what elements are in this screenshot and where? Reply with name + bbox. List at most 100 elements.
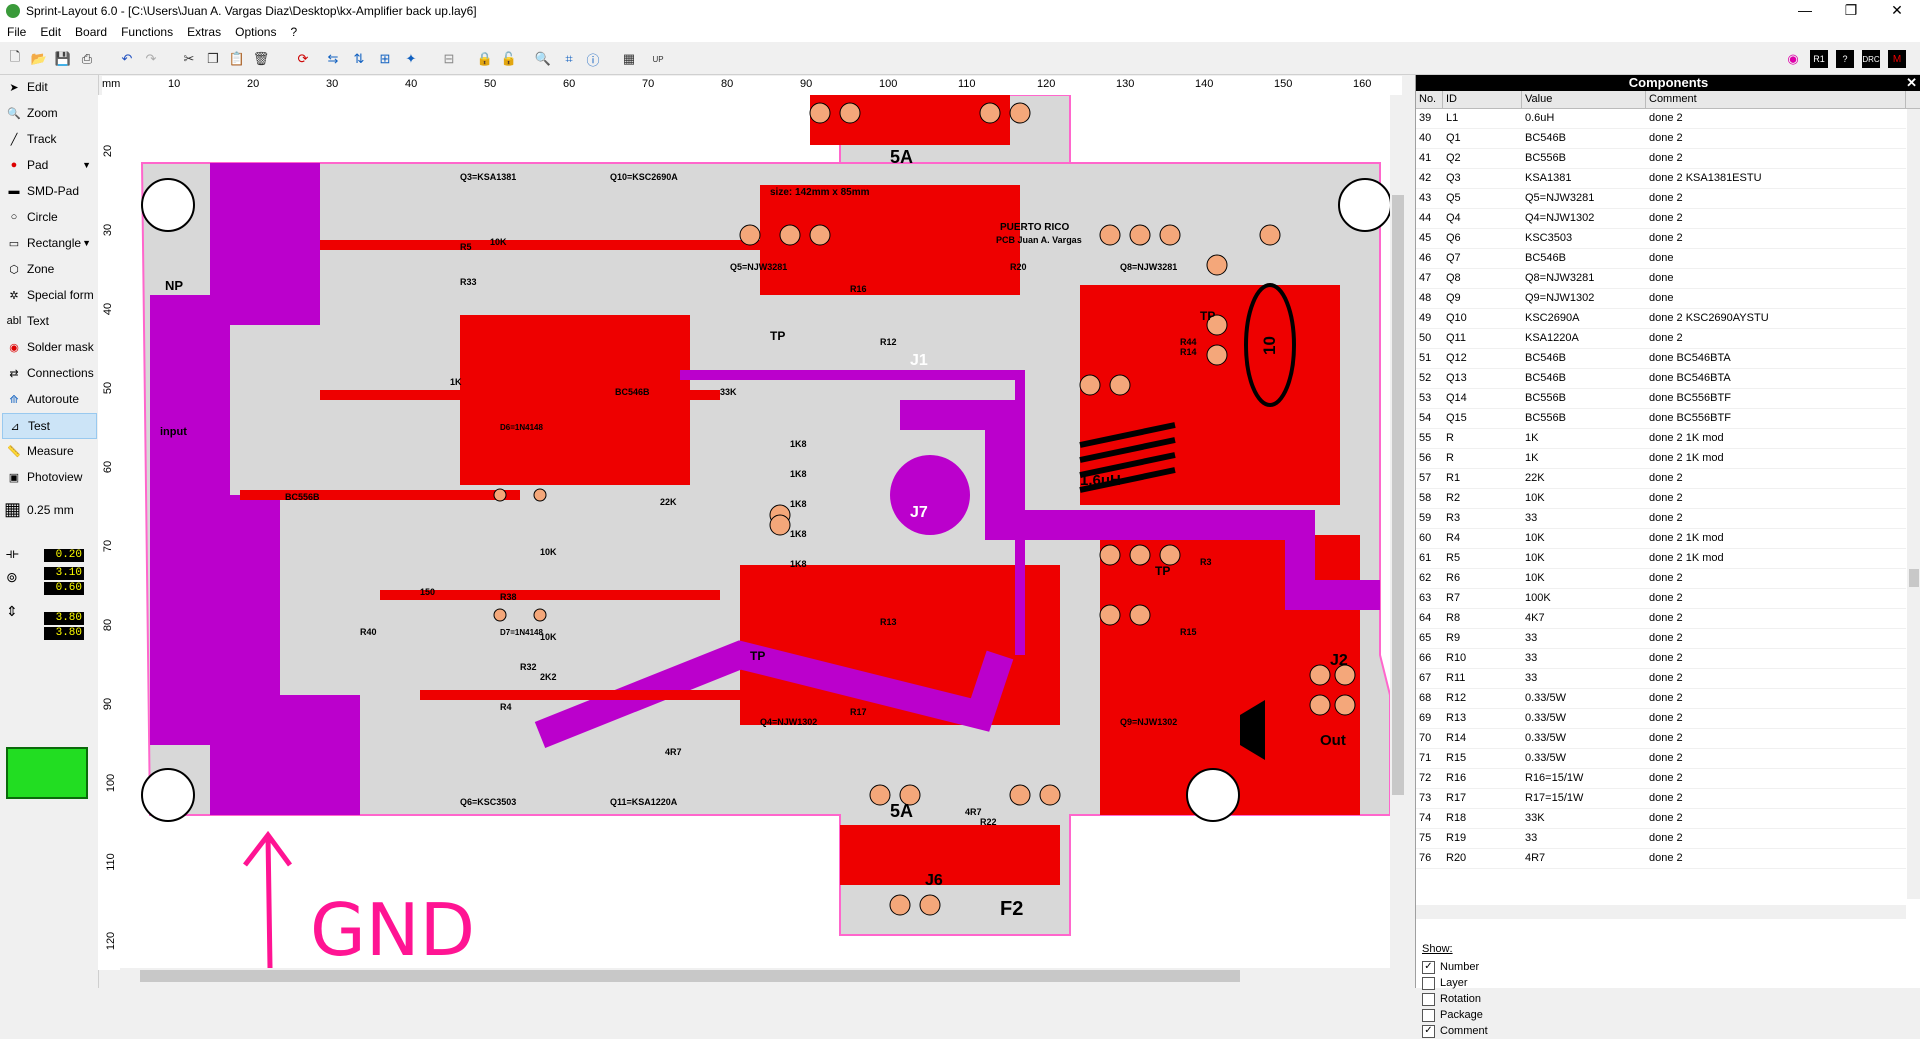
dropdown-arrow-icon[interactable]: ▼	[82, 160, 91, 170]
show-checkbox-number[interactable]: ✓Number	[1422, 959, 1488, 975]
tool-connections[interactable]: ⇄Connections	[2, 361, 95, 385]
menu-options[interactable]: Options	[235, 25, 277, 39]
new-file-icon[interactable]: 🗋	[9, 49, 21, 64]
macro-icon[interactable]: M	[1888, 50, 1906, 68]
column-header-comment[interactable]: Comment	[1646, 91, 1906, 108]
show-checkbox-rotation[interactable]: Rotation	[1422, 991, 1488, 1007]
info-icon[interactable]: ⓘ	[586, 52, 600, 68]
dropdown-arrow-icon[interactable]: ▼	[82, 238, 91, 248]
help-icon[interactable]: ?	[1836, 50, 1854, 68]
tool-pad[interactable]: ●Pad▼	[2, 153, 95, 177]
pad-inner-field[interactable]: 0.60	[44, 582, 84, 595]
menu-help[interactable]: ?	[290, 25, 298, 39]
redo-icon[interactable]: ↷	[145, 51, 157, 66]
open-folder-icon[interactable]: 📂	[30, 51, 48, 66]
cut-icon[interactable]: ✂	[183, 51, 195, 66]
mirror-vertical-icon[interactable]: ⇅	[353, 51, 365, 66]
scroll-thumb[interactable]	[140, 970, 1240, 982]
copy-icon[interactable]: ❐	[207, 51, 219, 66]
delete-icon[interactable]: 🗑	[252, 51, 270, 66]
tool-zone[interactable]: ⬡Zone	[2, 257, 95, 281]
smd-width-field[interactable]: 3.80	[44, 612, 84, 625]
column-header-value[interactable]: Value	[1522, 91, 1646, 108]
crop-icon[interactable]: ⌗	[565, 51, 573, 66]
rotate-icon[interactable]: ⟳	[297, 51, 309, 66]
unlock-icon[interactable]: 🔓	[500, 51, 518, 66]
menu-functions[interactable]: Functions	[121, 25, 174, 39]
show-checkbox-layer[interactable]: Layer	[1422, 975, 1488, 991]
show-checkbox-comment[interactable]: ✓Comment	[1422, 1023, 1488, 1039]
circle-tool-icon[interactable]: ◉	[1787, 51, 1799, 66]
pad-outer-field[interactable]: 3.10	[44, 567, 84, 580]
checkbox-icon[interactable]: ✓	[1422, 960, 1435, 974]
print-icon[interactable]: ⎙	[81, 51, 93, 66]
ungroup-icon[interactable]: ⊟	[443, 51, 455, 66]
close-button[interactable]: ✕	[1891, 2, 1903, 18]
tool-measure[interactable]: 📏Measure	[2, 439, 95, 463]
tool-autoroute[interactable]: ⟰Autoroute	[2, 387, 95, 411]
scroll-thumb[interactable]	[1909, 569, 1919, 587]
checkbox-icon[interactable]: ✓	[1422, 1024, 1435, 1038]
align-icon[interactable]: ⊞	[379, 51, 391, 66]
drc-icon[interactable]: DRC	[1862, 50, 1880, 68]
tool-photoview[interactable]: ▣Photoview	[2, 465, 95, 489]
track-width-field[interactable]: 0.20	[44, 549, 84, 562]
minimize-button[interactable]: —	[1798, 2, 1812, 18]
tool-track[interactable]: ╱Track	[2, 127, 95, 151]
maximize-button[interactable]: ❐	[1844, 2, 1858, 18]
checkbox-icon[interactable]	[1422, 992, 1435, 1006]
tool-edit[interactable]: ➤Edit	[2, 75, 95, 99]
canvas-vertical-scrollbar[interactable]	[1390, 95, 1406, 968]
mirror-horizontal-icon[interactable]: ⇆	[327, 51, 339, 66]
save-icon[interactable]: 💾	[54, 51, 72, 66]
checkbox-icon[interactable]	[1422, 1008, 1435, 1022]
undo-icon[interactable]: ↶	[121, 51, 133, 66]
show-checkbox-package[interactable]: Package	[1422, 1007, 1488, 1023]
r1-icon[interactable]: R1	[1810, 50, 1828, 68]
pcb-canvas[interactable]: 5A 5A J1 J7 J2 J6 F2 Out NP input 1.6uH …	[120, 95, 1390, 968]
chip-icon[interactable]: ▦	[622, 51, 636, 66]
menu-board[interactable]: Board	[75, 25, 108, 39]
grid-setting[interactable]: ▦ 0.25 mm	[4, 499, 74, 520]
menu-edit[interactable]: Edit	[40, 25, 62, 39]
menu-extras[interactable]: Extras	[187, 25, 222, 39]
tool-circle[interactable]: ○Circle	[2, 205, 95, 229]
scroll-thumb[interactable]	[1392, 195, 1404, 795]
tool-solder-mask[interactable]: ◉Solder mask	[2, 335, 95, 359]
tool-smd-pad[interactable]: ▬SMD-Pad	[2, 179, 95, 203]
column-header-no[interactable]: No.	[1416, 91, 1443, 108]
